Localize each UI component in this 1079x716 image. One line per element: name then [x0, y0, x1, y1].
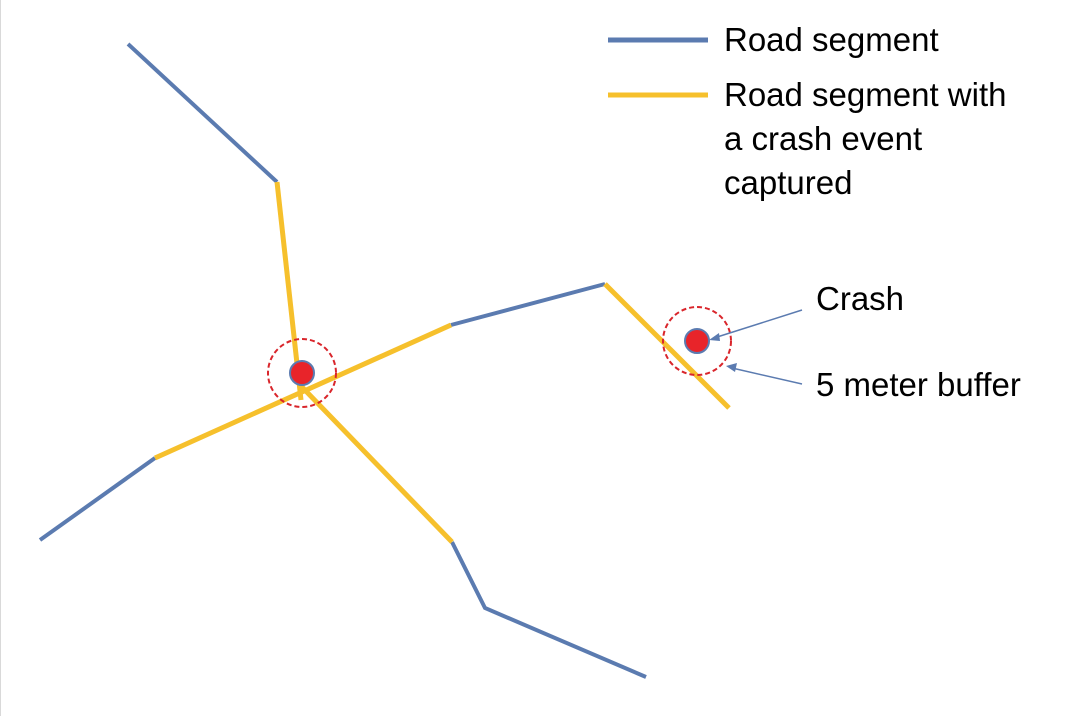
crash-event-intersection [267, 338, 337, 408]
road-segment-southeast [450, 541, 647, 679]
buffer-pointer-arrowhead [726, 363, 737, 372]
road-segment-east-middle [450, 282, 606, 327]
annotations: Crash 5 meter buffer [709, 280, 1021, 403]
buffer-ring-east [662, 306, 732, 376]
crash-point-intersection [289, 360, 315, 386]
crash-point-east [684, 328, 710, 354]
page-left-border [0, 0, 1, 716]
crash-road-segments [153, 181, 731, 544]
crash-annotation-label: Crash [816, 280, 904, 317]
legend-crash-segment-label-line-3: captured [724, 164, 852, 201]
legend-crash-segment-label-line-2: a crash event [724, 120, 922, 157]
crash-pointer-arrowhead [709, 333, 720, 341]
crash-pointer-line [713, 309, 803, 339]
buffer-annotation-label: 5 meter buffer [816, 366, 1021, 403]
buffer-pointer-line [731, 367, 803, 385]
legend: Road segment Road segment with a crash e… [608, 21, 1006, 201]
crash-segment-east [603, 282, 731, 410]
road-segment-west [38, 456, 157, 542]
legend-crash-segment-label-line-1: Road segment with [724, 76, 1006, 113]
legend-road-segment-label: Road segment [724, 21, 939, 58]
road-segments [38, 42, 647, 679]
crash-segment-southeast [299, 384, 454, 544]
buffer-ring-intersection [267, 338, 337, 408]
road-segment-northwest [126, 42, 279, 184]
crash-event-east [662, 306, 732, 376]
